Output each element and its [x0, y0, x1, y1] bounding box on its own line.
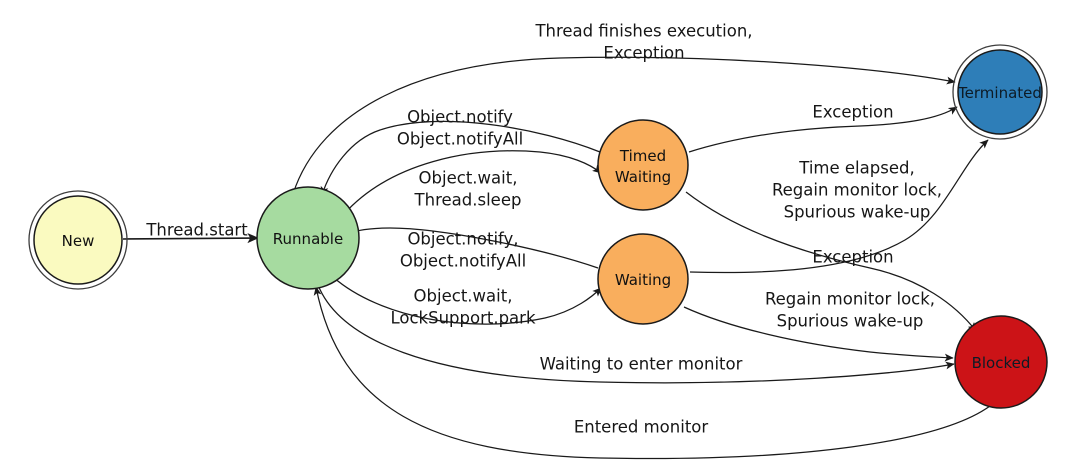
nodes-layer: New Runnable Timed Waiting Waiting [28, 44, 1048, 409]
node-runnable[interactable]: Runnable [256, 186, 360, 290]
edge-label-runnable-to-waiting-line2: LockSupport.park [390, 309, 535, 328]
edge-runnable-to-waiting [332, 276, 602, 325]
edge-runnable-to-timedwaiting [343, 150, 602, 215]
node-terminated-fill [957, 49, 1043, 135]
edge-label-timedwaiting-to-runnable-line1: Object.notify [407, 108, 513, 127]
edge-waiting-to-terminated [689, 139, 989, 274]
edge-blocked-to-runnable [313, 286, 991, 460]
node-runnable-label: Runnable [273, 230, 343, 248]
edge-timedwaiting-to-blocked [685, 191, 977, 332]
edge-timedwaiting-to-runnable [320, 120, 601, 196]
edge-label-waiting-to-blocked-line2: Spurious wake-up [777, 312, 924, 331]
node-new-outer-ring [28, 190, 128, 290]
edge-label-runnable-to-timedwaiting-line1: Object.wait, [419, 169, 518, 188]
node-runnable-fill [256, 186, 360, 290]
edge-label-runnable-to-timedwaiting-line2: Thread.sleep [414, 191, 522, 210]
node-timed-waiting-fill [597, 119, 689, 211]
edge-waiting-to-blocked [683, 306, 954, 362]
node-timed-waiting-label-line2: Waiting [615, 168, 671, 186]
node-timed-waiting[interactable]: Timed Waiting [597, 119, 689, 211]
edge-label-timedwaiting-to-blocked-line1: Time elapsed, [798, 159, 914, 178]
edges-layer [122, 56, 991, 460]
edge-label-timedwaiting-to-terminated: Exception [812, 103, 893, 122]
node-blocked-label: Blocked [972, 354, 1031, 372]
edge-runnable-to-terminated [292, 56, 956, 195]
edge-label-runnable-to-terminated-line1: Thread finishes execution, [534, 22, 752, 41]
edge-label-blocked-to-runnable: Entered monitor [574, 418, 709, 437]
node-new[interactable]: New [28, 190, 128, 290]
edge-label-timedwaiting-to-blocked-line3: Spurious wake-up [784, 203, 931, 222]
edge-label-runnable-to-waiting-line1: Object.wait, [414, 287, 513, 306]
edge-label-timedwaiting-to-blocked-line2: Regain monitor lock, [772, 181, 942, 200]
node-waiting-fill [597, 233, 689, 325]
edge-label-runnable-to-terminated-line2: Exception [603, 44, 684, 63]
node-timed-waiting-label-line1: Timed [619, 147, 666, 165]
edge-label-new-to-runnable: Thread.start [145, 221, 248, 240]
node-blocked-fill [954, 315, 1048, 409]
edge-label-waiting-to-terminated: Exception [812, 248, 893, 267]
node-terminated[interactable]: Terminated [952, 44, 1048, 140]
node-new-fill [33, 195, 123, 285]
edge-label-waiting-to-runnable-line2: Object.notifyAll [400, 252, 526, 271]
node-terminated-outer-ring [952, 44, 1048, 140]
edge-labels-layer: Thread.start Thread finishes execution, … [145, 22, 942, 437]
node-terminated-label: Terminated [957, 84, 1042, 102]
edge-label-waiting-to-runnable-line1: Object.notify, [407, 230, 518, 249]
node-new-label: New [62, 232, 95, 250]
edge-new-to-runnable [122, 233, 259, 244]
node-blocked[interactable]: Blocked [954, 315, 1048, 409]
node-waiting[interactable]: Waiting [597, 233, 689, 325]
edge-label-runnable-to-blocked: Waiting to enter monitor [540, 355, 743, 374]
node-waiting-label: Waiting [615, 271, 671, 289]
edge-label-timedwaiting-to-runnable-line2: Object.notifyAll [397, 130, 523, 149]
edge-label-waiting-to-blocked-line1: Regain monitor lock, [765, 290, 935, 309]
edge-timedwaiting-to-terminated [688, 106, 958, 153]
edge-runnable-to-blocked [317, 284, 955, 384]
